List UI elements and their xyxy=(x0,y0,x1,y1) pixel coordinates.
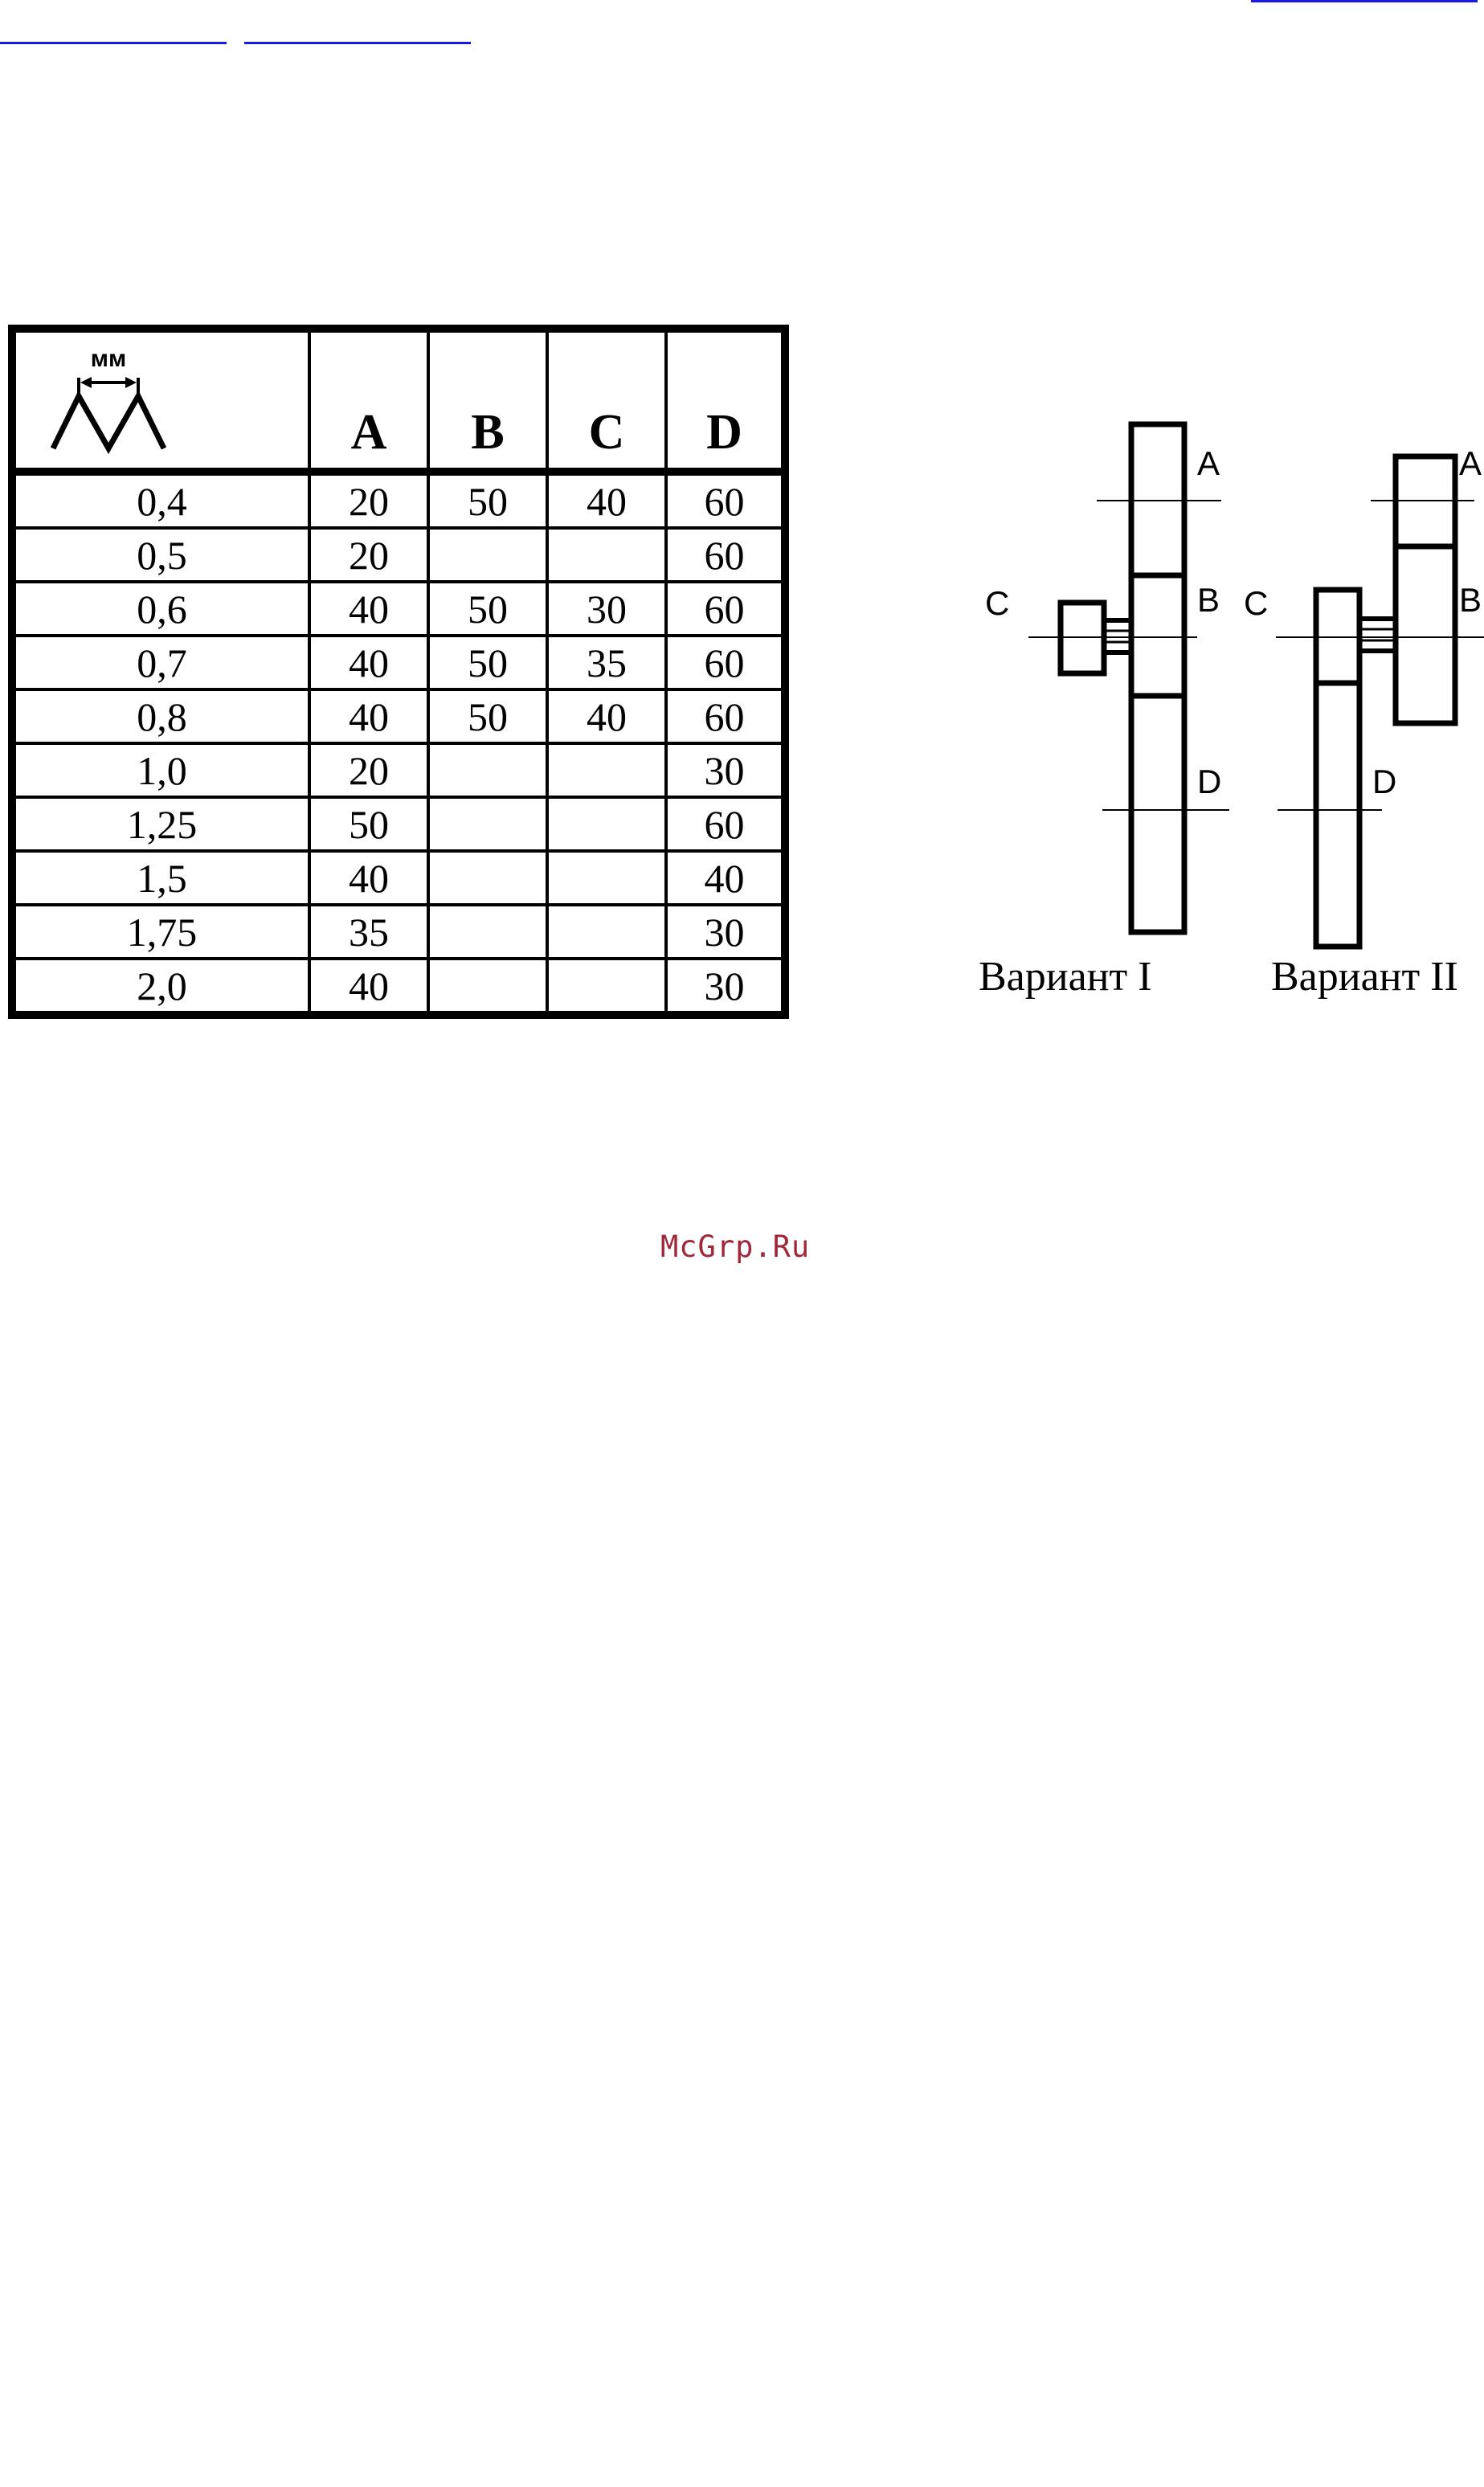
variant2-gears xyxy=(1276,456,1484,947)
variant2-gear-d xyxy=(1316,683,1359,947)
thread-pitch-icon: мм xyxy=(48,344,169,456)
pitch-cell: 0,7 xyxy=(12,636,309,689)
table-row: 1,0 20 30 xyxy=(12,743,785,797)
table-row: 0,8 40 50 40 60 xyxy=(12,689,785,743)
table-row: 0,5 20 60 xyxy=(12,528,785,582)
cell-c: 40 xyxy=(547,689,666,743)
pitch-cell: 0,4 xyxy=(12,472,309,528)
column-header-a: A xyxy=(309,329,428,472)
cell-b xyxy=(428,528,547,582)
pitch-unit-label: мм xyxy=(91,346,126,372)
variant1-gears xyxy=(1028,424,1229,932)
pitch-cell: 1,5 xyxy=(12,851,309,905)
table-row: 0,7 40 50 35 60 xyxy=(12,636,785,689)
variant2-label-b: B xyxy=(1459,583,1482,617)
variant2-label-d: D xyxy=(1372,765,1396,799)
gear-train-diagram: A B C D Вариант I A B C D Вариант II xyxy=(956,402,1484,1045)
cell-d: 40 xyxy=(666,851,785,905)
cell-c xyxy=(547,528,666,582)
cell-b: 50 xyxy=(428,689,547,743)
cell-d: 30 xyxy=(666,743,785,797)
variant2-gear-b xyxy=(1396,546,1455,723)
pitch-cell: 0,5 xyxy=(12,528,309,582)
pitch-cell: 0,6 xyxy=(12,582,309,636)
column-header-c: C xyxy=(547,329,666,472)
cell-b xyxy=(428,959,547,1015)
cell-d: 60 xyxy=(666,528,785,582)
cell-c xyxy=(547,743,666,797)
table-row: 1,5 40 40 xyxy=(12,851,785,905)
top-link-underline-1[interactable] xyxy=(0,42,227,44)
variant1-title: Вариант I xyxy=(979,956,1152,998)
table-row: 1,25 50 60 xyxy=(12,797,785,851)
variant2-title: Вариант II xyxy=(1271,956,1458,998)
cell-d: 60 xyxy=(666,582,785,636)
variant1-gear-b xyxy=(1131,575,1184,696)
pitch-cell: 2,0 xyxy=(12,959,309,1015)
variant2-label-c: C xyxy=(1244,587,1268,620)
cell-d: 30 xyxy=(666,905,785,959)
variant2-shaft xyxy=(1359,619,1396,651)
table-header-row: мм A B C D xyxy=(12,329,785,472)
pitch-cell: 1,25 xyxy=(12,797,309,851)
variant1-label-b: B xyxy=(1197,583,1220,617)
pitch-cell: 0,8 xyxy=(12,689,309,743)
cell-a: 40 xyxy=(309,636,428,689)
table-row: 1,75 35 30 xyxy=(12,905,785,959)
table-row: 2,0 40 30 xyxy=(12,959,785,1015)
column-header-b: B xyxy=(428,329,547,472)
cell-d: 60 xyxy=(666,797,785,851)
variant1-gear-d xyxy=(1131,696,1184,932)
cell-d: 60 xyxy=(666,636,785,689)
cell-b: 50 xyxy=(428,472,547,528)
cell-d: 60 xyxy=(666,472,785,528)
cell-b xyxy=(428,797,547,851)
cell-a: 20 xyxy=(309,743,428,797)
cell-c xyxy=(547,905,666,959)
variant1-label-d: D xyxy=(1197,765,1221,799)
cell-c: 40 xyxy=(547,472,666,528)
cell-a: 40 xyxy=(309,689,428,743)
variant1-label-c: C xyxy=(985,587,1009,620)
cell-b xyxy=(428,905,547,959)
table-row: 0,6 40 50 30 60 xyxy=(12,582,785,636)
top-link-underline-2[interactable] xyxy=(244,42,471,44)
cell-c: 30 xyxy=(547,582,666,636)
table-row: 0,4 20 50 40 60 xyxy=(12,472,785,528)
cell-b: 50 xyxy=(428,582,547,636)
cell-d: 60 xyxy=(666,689,785,743)
cell-c xyxy=(547,797,666,851)
column-header-d: D xyxy=(666,329,785,472)
thread-pitch-header: мм xyxy=(12,329,309,472)
cell-a: 50 xyxy=(309,797,428,851)
cell-b xyxy=(428,851,547,905)
cell-a: 40 xyxy=(309,851,428,905)
cell-c xyxy=(547,851,666,905)
cell-b: 50 xyxy=(428,636,547,689)
site-watermark: McGrp.Ru xyxy=(660,1229,810,1264)
cell-a: 35 xyxy=(309,905,428,959)
cell-c: 35 xyxy=(547,636,666,689)
cell-b xyxy=(428,743,547,797)
cell-a: 40 xyxy=(309,959,428,1015)
pitch-cell: 1,75 xyxy=(12,905,309,959)
pitch-cell: 1,0 xyxy=(12,743,309,797)
variant1-label-a: A xyxy=(1197,447,1220,481)
cell-c xyxy=(547,959,666,1015)
gear-train-drawing xyxy=(956,402,1484,980)
cell-a: 20 xyxy=(309,472,428,528)
cell-a: 40 xyxy=(309,582,428,636)
top-link-underline-3[interactable] xyxy=(1251,0,1478,2)
variant2-label-a: A xyxy=(1459,447,1482,481)
thread-pitch-gear-table: мм A B C D 0,4 20 50 40 60 xyxy=(8,325,789,1019)
cell-a: 20 xyxy=(309,528,428,582)
cell-d: 30 xyxy=(666,959,785,1015)
